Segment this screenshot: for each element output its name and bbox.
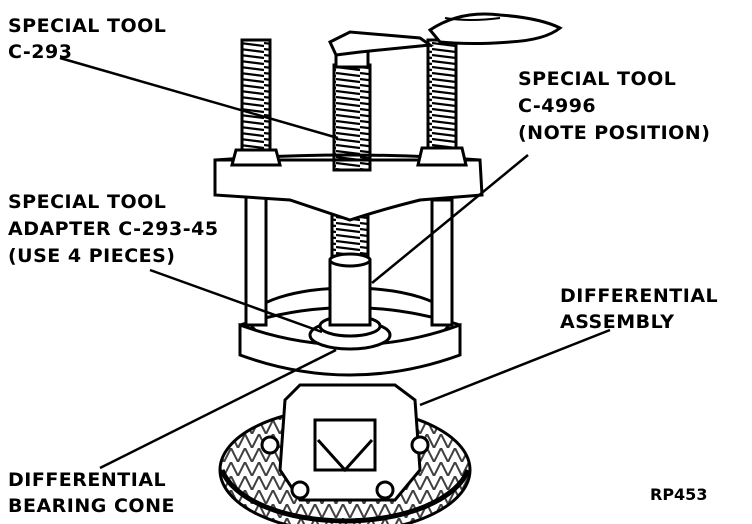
label-c4996-line1: SPECIAL TOOL — [518, 68, 676, 90]
label-bearing-cone-line1: DIFFERENTIAL — [8, 469, 166, 491]
leader-lines — [59, 56, 611, 470]
label-diff-assembly-line1: DIFFERENTIAL — [560, 285, 718, 307]
leader-adapter — [149, 268, 323, 334]
differential-case — [260, 383, 430, 502]
label-bearing-cone-line2: BEARING CONE — [8, 495, 175, 517]
label-c4996-line3: (NOTE POSITION) — [518, 122, 710, 144]
wrench-and-hand — [328, 12, 563, 57]
label-adapter-line3: (USE 4 PIECES) — [8, 245, 176, 267]
leader-diff-assembly — [419, 328, 611, 407]
label-adapter-line2: ADAPTER C-293-45 — [8, 218, 219, 240]
leader-c4996 — [371, 154, 529, 284]
label-adapter-line1: SPECIAL TOOL — [8, 191, 166, 213]
label-c293-line2: C-293 — [8, 41, 72, 63]
center-screw-lower — [328, 213, 372, 327]
leader-c293 — [59, 56, 339, 140]
side-threaded-rods — [240, 38, 458, 152]
label-diff-assembly-line2: ASSEMBLY — [560, 311, 675, 333]
leader-bearing-cone — [99, 348, 337, 470]
label-c293-line1: SPECIAL TOOL — [8, 15, 166, 37]
figure-code: RP453 — [650, 485, 707, 504]
rod-nuts — [230, 146, 468, 167]
forcing-screw — [332, 43, 372, 172]
label-c4996-line2: C-4996 — [518, 95, 596, 117]
